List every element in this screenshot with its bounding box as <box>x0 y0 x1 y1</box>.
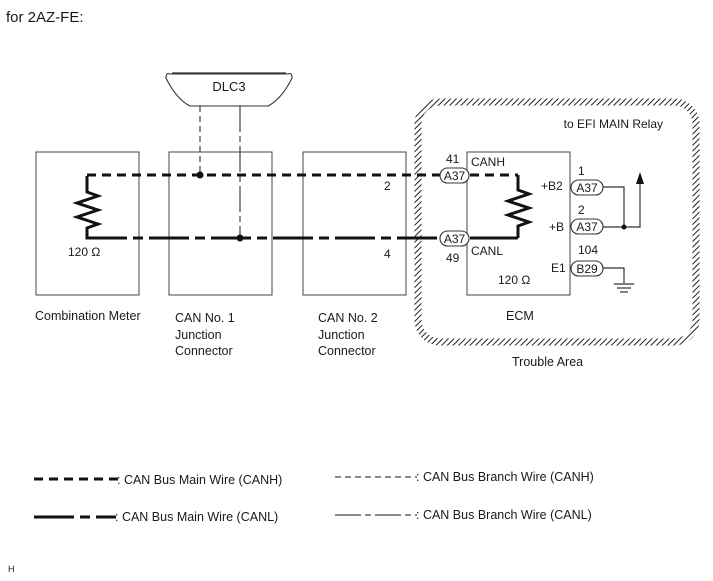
legend: : CAN Bus Main Wire (CANH) : CAN Bus Bra… <box>34 470 594 524</box>
svg-text:: CAN Bus Branch Wire (CANL): : CAN Bus Branch Wire (CANL) <box>416 508 592 522</box>
svg-text:Junction: Junction <box>175 328 222 342</box>
ecm-canh-connector-label: A37 <box>444 169 466 183</box>
legend-item-branch-canl: : CAN Bus Branch Wire (CANL) <box>335 508 592 522</box>
ecm-canl-label: CANL <box>471 244 503 258</box>
ground-wire <box>603 267 625 283</box>
combination-meter-resistor-icon <box>72 176 103 240</box>
ecm-canh-connector <box>439 167 470 184</box>
can-no2-pin-canh: 2 <box>384 179 391 193</box>
ecm-resistor-value: 120 Ω <box>498 273 530 287</box>
svg-text:+B2: +B2 <box>541 179 563 193</box>
ecm-canh-label: CANH <box>471 155 505 169</box>
ecm-canl-connector-label: A37 <box>444 232 466 246</box>
ecm-terminal-b2: 1 +B2 A37 <box>541 164 604 196</box>
svg-text:A37: A37 <box>576 181 598 195</box>
ecm-terminal-b: 2 +B A37 <box>549 203 604 235</box>
svg-text:A37: A37 <box>576 220 598 234</box>
ecm-label: ECM <box>506 309 534 323</box>
combination-meter-box <box>35 151 140 296</box>
can-no1-label: CAN No. 1 Junction Connector <box>175 311 235 358</box>
ecm-terminal-e1: 104 E1 B29 <box>551 243 604 277</box>
power-junction-dot <box>621 224 627 230</box>
trouble-area-frame <box>414 98 700 346</box>
ecm-resistor-icon <box>503 175 534 238</box>
svg-text:B29: B29 <box>576 262 598 276</box>
trouble-area-label: Trouble Area <box>512 355 583 369</box>
can-no2-label: CAN No. 2 Junction Connector <box>318 311 378 358</box>
svg-text:1: 1 <box>578 164 585 178</box>
relay-note: to EFI MAIN Relay <box>564 117 663 131</box>
svg-text:: CAN Bus Main Wire (CANH): : CAN Bus Main Wire (CANH) <box>117 473 282 487</box>
ground-icon <box>614 283 634 293</box>
svg-text:+B: +B <box>549 220 564 234</box>
svg-text:104: 104 <box>578 243 598 257</box>
can-no2-pin-canl: 4 <box>384 247 391 261</box>
svg-text:CAN No. 1: CAN No. 1 <box>175 311 235 325</box>
svg-text:2: 2 <box>578 203 585 217</box>
junction-dot-canl <box>236 234 244 242</box>
svg-text:Connector: Connector <box>318 344 376 358</box>
ecm-box <box>466 151 571 296</box>
can-no2-junction-box <box>302 151 407 296</box>
dlc3-connector: DLC3 <box>165 72 293 107</box>
svg-text:CAN No. 2: CAN No. 2 <box>318 311 378 325</box>
ecm-canh-pin: 41 <box>446 152 460 166</box>
combination-meter-resistor-value: 120 Ω <box>68 245 100 259</box>
junction-dot-canh <box>196 171 204 179</box>
diagram-title: for 2AZ-FE: <box>6 9 84 26</box>
svg-text:: CAN Bus Main Wire (CANL): : CAN Bus Main Wire (CANL) <box>115 510 278 524</box>
svg-text:: CAN Bus Branch Wire (CANH): : CAN Bus Branch Wire (CANH) <box>416 470 594 484</box>
footer-mark: H <box>8 564 15 574</box>
svg-text:Connector: Connector <box>175 344 233 358</box>
ecm-canl-pin: 49 <box>446 251 460 265</box>
can-no1-junction-box <box>168 151 273 296</box>
b2-power-wire <box>603 186 625 227</box>
legend-item-main-canh: : CAN Bus Main Wire (CANH) <box>34 473 282 487</box>
legend-item-branch-canh: : CAN Bus Branch Wire (CANH) <box>335 470 594 484</box>
combination-meter-label: Combination Meter <box>35 309 141 323</box>
b-power-wire <box>603 180 641 228</box>
legend-item-main-canl: : CAN Bus Main Wire (CANL) <box>34 510 278 524</box>
dlc3-label: DLC3 <box>212 79 245 94</box>
ecm-canl-connector <box>439 230 470 247</box>
svg-text:E1: E1 <box>551 261 566 275</box>
arrow-up-icon <box>636 172 644 184</box>
svg-text:Junction: Junction <box>318 328 365 342</box>
